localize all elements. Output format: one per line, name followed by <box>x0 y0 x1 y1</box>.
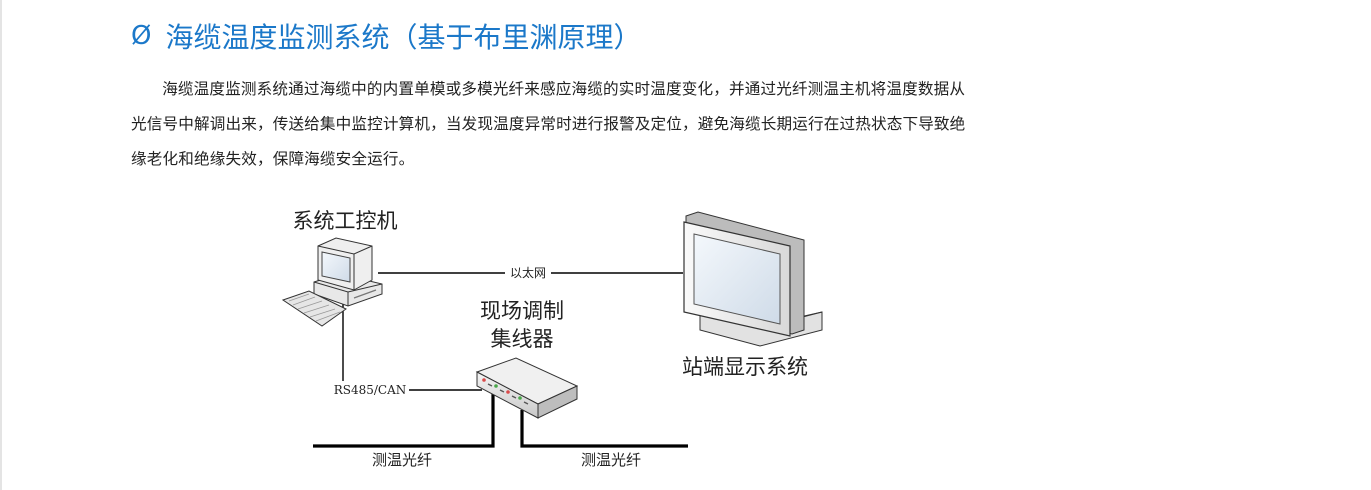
fiber-label-right: 测温光纤 <box>581 451 641 469</box>
fiber-lines <box>313 392 688 448</box>
left-divider <box>0 0 2 490</box>
fiber-label-left: 测温光纤 <box>372 451 432 469</box>
serial-bus-label: RS485/CAN <box>334 383 407 397</box>
control-pc-label: 系统工控机 <box>293 209 398 233</box>
keyboard-icon <box>281 290 347 327</box>
computer-icon <box>313 237 383 307</box>
hub-icon <box>475 357 579 419</box>
serial-bus-link <box>342 303 482 391</box>
section-heading: Ø 海缆温度监测系统（基于布里渊原理） <box>131 14 641 58</box>
bullet-icon: Ø <box>131 21 152 51</box>
station-display-label: 站端显示系统 <box>682 355 808 379</box>
hub-label-line1: 现场调制 <box>480 299 564 323</box>
section-title: 海缆温度监测系统（基于布里渊原理） <box>165 21 642 54</box>
hub-label-line2: 集线器 <box>491 327 554 351</box>
description-paragraph: 海缆温度监测系统通过海缆中的内置单模或多模光纤来感应海缆的实时温度变化，并通过光… <box>131 80 966 168</box>
monitor-icon <box>683 211 823 347</box>
ethernet-label: 以太网 <box>510 265 546 280</box>
